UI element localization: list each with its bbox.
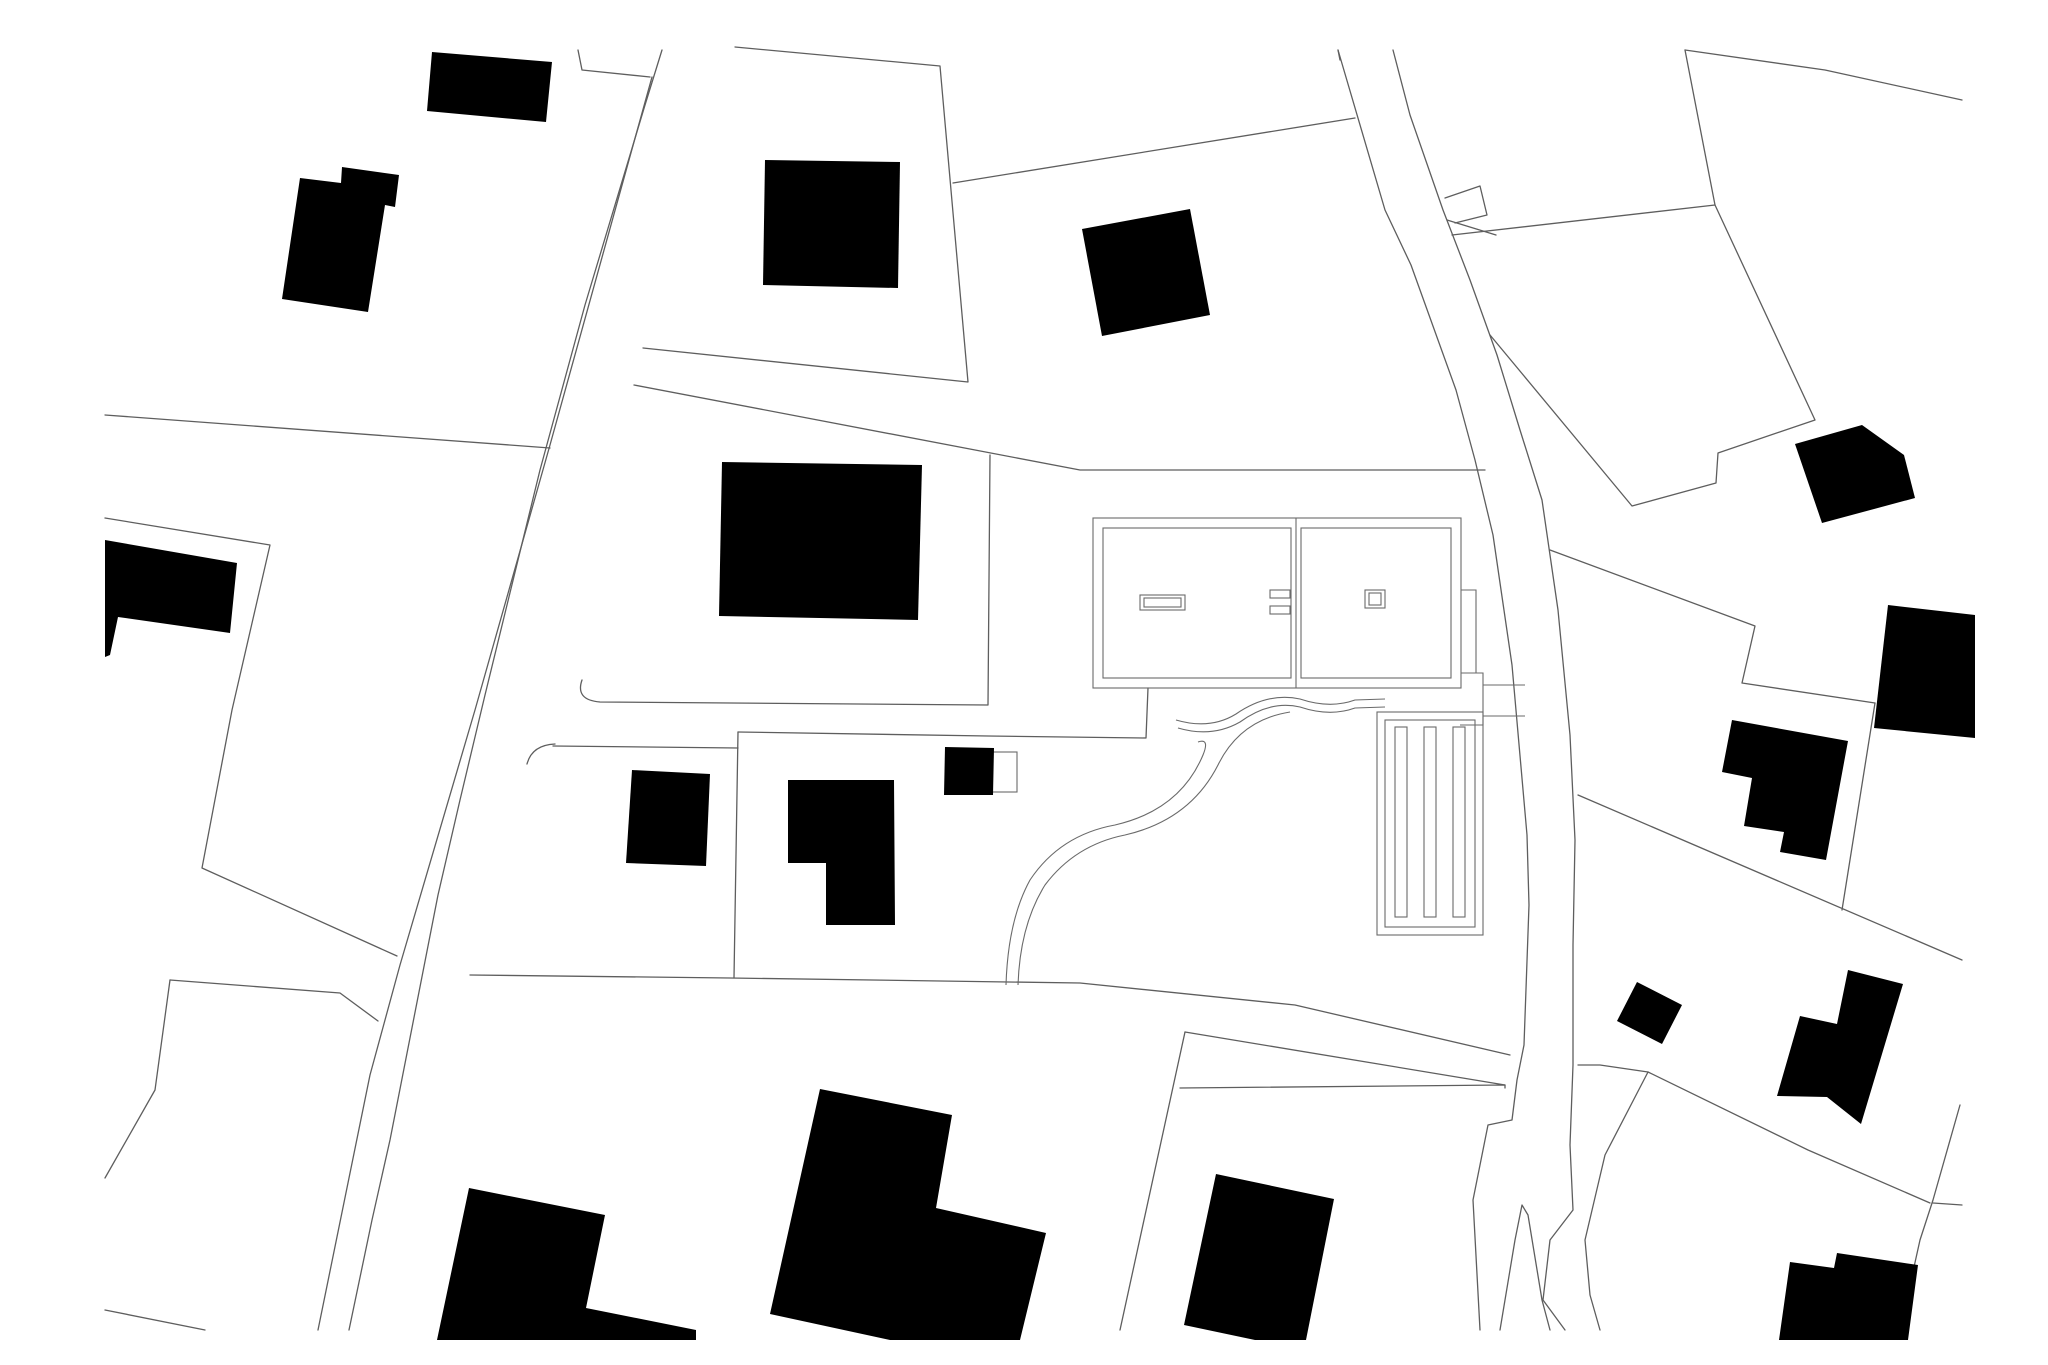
lane-curve-left	[526, 743, 556, 765]
building	[1184, 1174, 1334, 1340]
skylight-right-inner	[1368, 592, 1382, 606]
buildings	[105, 52, 1975, 1340]
lane-north-edge	[633, 384, 1486, 471]
parcel-line	[104, 414, 551, 449]
parcel-line	[1119, 1031, 1186, 1331]
project-entrance	[1460, 672, 1484, 726]
parcel-line	[1584, 1071, 1649, 1331]
bottom-margin	[0, 1340, 2048, 1365]
parcel-line	[642, 46, 969, 383]
project-terrace	[1461, 589, 1477, 674]
parcel-line	[733, 731, 739, 979]
garden-path-upper-b	[1175, 696, 1386, 725]
parcel-line	[1444, 185, 1488, 224]
skylight-right	[1364, 589, 1386, 609]
project-access-path	[1483, 684, 1525, 717]
skylight-left	[1139, 594, 1186, 611]
lane-south-upper	[552, 687, 1149, 749]
pool-lane-3	[1452, 726, 1466, 918]
skylight-left-inner	[1143, 597, 1182, 608]
roads	[317, 49, 1576, 1331]
project-roof-right	[1300, 527, 1452, 679]
lane-middle-edge	[579, 454, 991, 706]
project-roof-outer	[1092, 517, 1462, 689]
main-road-west-edge	[317, 76, 653, 1331]
main-road-east-edge	[348, 49, 663, 1331]
east-road-west-edge	[1337, 49, 1530, 1331]
parcel-line	[1684, 49, 1963, 101]
parcel-line	[1549, 549, 1876, 704]
pool-lane-1	[1394, 726, 1408, 918]
building	[437, 1188, 696, 1340]
building	[763, 160, 900, 288]
parcel-line	[1577, 794, 1963, 961]
parcel-line	[1337, 49, 1341, 61]
pool-lane-2	[1423, 726, 1437, 918]
parcel-line	[1841, 702, 1876, 911]
east-road-east-edge	[1392, 49, 1576, 1331]
parcel-line	[1184, 1031, 1506, 1086]
parcel-line	[1489, 204, 1816, 507]
parcel-line	[1932, 1202, 1963, 1206]
project-outline	[991, 517, 1525, 986]
parcel-line	[1179, 1084, 1506, 1089]
parcel-lines	[104, 46, 1963, 1331]
skylight-middle-b	[1269, 605, 1291, 615]
shed-outline	[991, 751, 1018, 793]
building	[788, 780, 895, 925]
parcel-line	[1451, 49, 1716, 236]
building	[944, 747, 994, 795]
building	[1874, 605, 1975, 738]
pool-inner	[1384, 719, 1476, 928]
project-roof-left	[1102, 527, 1292, 679]
building	[282, 167, 399, 312]
building	[105, 540, 237, 657]
building	[1722, 720, 1848, 860]
building	[1082, 209, 1210, 336]
skylight-middle-a	[1269, 589, 1291, 599]
parcel-line	[169, 979, 379, 1022]
pool-outer	[1376, 711, 1484, 936]
building	[1795, 425, 1915, 523]
parcel-line	[104, 1309, 206, 1331]
building	[626, 770, 710, 866]
building	[1617, 982, 1682, 1044]
building	[1779, 1253, 1918, 1340]
east-road-side-lane	[1499, 1204, 1551, 1331]
parcel-line	[1446, 219, 1497, 236]
building	[1777, 970, 1903, 1124]
driveway-west	[1005, 740, 1207, 986]
building	[427, 52, 552, 122]
parcel-line	[104, 979, 171, 1179]
building	[719, 462, 922, 620]
building	[770, 1089, 1046, 1340]
parcel-line	[104, 517, 398, 957]
parcel-line	[577, 49, 651, 78]
parcel-line	[952, 117, 1356, 184]
parcel-line	[1577, 1064, 1931, 1204]
driveway-east	[1017, 711, 1291, 986]
lane-south-lower	[469, 974, 1511, 1056]
garden-path-upper-a	[1177, 704, 1386, 733]
